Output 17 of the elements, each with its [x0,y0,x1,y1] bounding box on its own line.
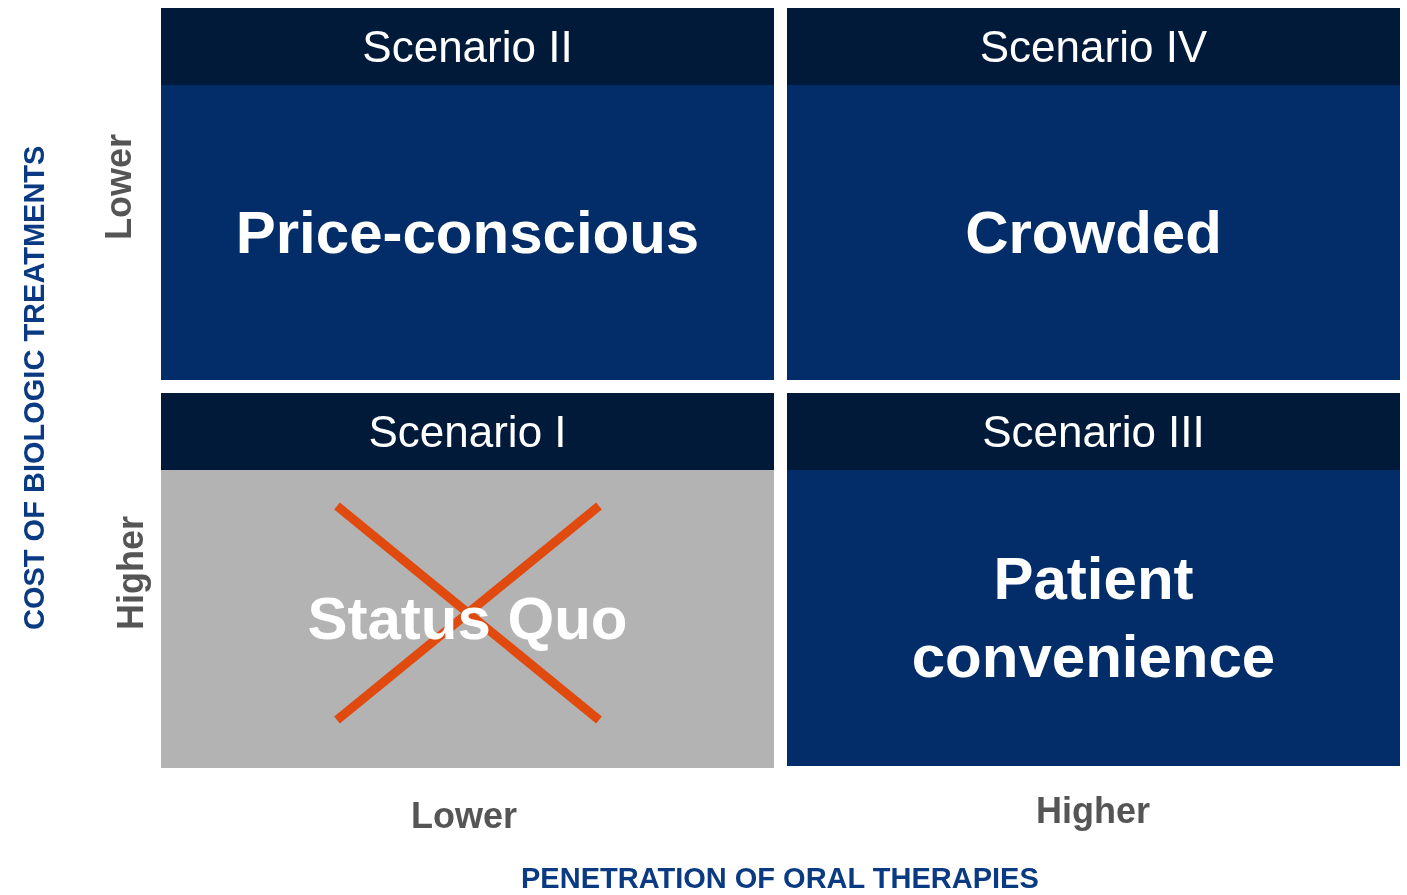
axis-title: COST OF BIOLOGIC TREATMENTS [18,144,51,632]
quadrant-panel [161,8,774,380]
quadrant-panel [787,8,1400,380]
axis-value-label: Higher [110,515,152,630]
quadrant-header: Scenario II [161,8,774,85]
quadrant-title: Crowded [965,197,1222,268]
axis-value-label: Lower [411,795,517,837]
quadrant-title: Patient convenience [910,544,1277,692]
quadrant-header: Scenario III [787,393,1400,470]
quadrant-title: Price-conscious [235,197,700,268]
quadrant-header: Scenario I [161,393,774,470]
quadrant-panel [161,393,774,768]
axis-value-label: Higher [1036,790,1150,832]
quadrant-header: Scenario IV [787,8,1400,85]
axis-value-label: Lower [98,133,140,240]
quadrant-panel [787,393,1400,766]
axis-title: PENETRATION OF ORAL THERAPIES [521,862,1039,895]
